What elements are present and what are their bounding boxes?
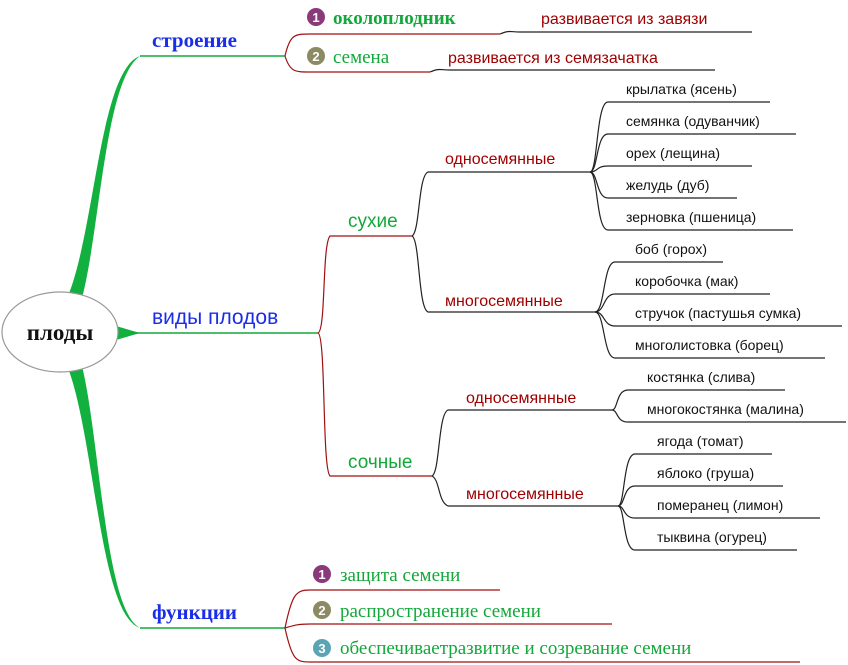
svg-text:1: 1 [318, 567, 325, 582]
connector [411, 235, 595, 313]
connector [284, 589, 500, 629]
connector [284, 623, 612, 629]
connector [317, 235, 412, 334]
leaf-list: боб (горох) коробочка (мак) стручок (пасту… [594, 241, 842, 359]
leaf-item[interactable]: семянка (одуванчик) [626, 113, 760, 129]
svg-text:1: 1 [312, 10, 319, 25]
leaf-item[interactable]: костянка (слива) [647, 369, 755, 385]
number-3-icon: 3 [313, 639, 331, 657]
leaf-item[interactable]: многокостянка (малина) [647, 401, 804, 417]
leaf-list: костянка (слива) многокостянка (малина) [611, 369, 846, 423]
connector [589, 165, 752, 173]
number-1-icon: 1 [313, 565, 331, 583]
branch-types [116, 326, 140, 340]
connector [617, 485, 783, 507]
connector [589, 133, 796, 173]
connector [611, 389, 785, 411]
dry-multi-label[interactable]: многосемянные [445, 293, 563, 310]
leaf-item[interactable]: ягода (томат) [657, 433, 744, 449]
function-development[interactable]: обеспечиваетразвитие и созревание семени [340, 638, 691, 659]
juicy-multi-label[interactable]: многосемянные [466, 486, 584, 503]
functions-label[interactable]: функции [152, 600, 237, 624]
juicy-single-label[interactable]: односемянные [466, 390, 576, 407]
connector [429, 68, 715, 73]
connector [594, 311, 842, 327]
juicy-label[interactable]: сочные [348, 452, 412, 473]
leaf-item[interactable]: многолистовка (борец) [635, 337, 784, 353]
types-label[interactable]: виды плодов [152, 306, 278, 329]
connector [499, 30, 752, 35]
pericarp-label[interactable]: околоплодник [333, 8, 456, 29]
connector [284, 627, 800, 663]
connector [617, 505, 797, 551]
seeds-label[interactable]: семена [333, 47, 390, 68]
leaf-item[interactable]: яблоко (груша) [657, 465, 754, 481]
leaf-item[interactable]: орех (лещина) [626, 145, 720, 161]
pericarp-note[interactable]: развивается из завязи [541, 11, 707, 28]
svg-text:2: 2 [318, 603, 325, 618]
leaf-item[interactable]: стручок (пастушья сумка) [635, 305, 801, 321]
branch-structure [68, 56, 140, 298]
svg-text:2: 2 [312, 49, 319, 64]
svg-text:3: 3 [318, 641, 325, 656]
connector [284, 55, 430, 73]
connector [431, 475, 618, 507]
connector [284, 33, 500, 57]
connector [431, 409, 612, 477]
leaf-item[interactable]: тыквина (огурец) [657, 529, 767, 545]
connector [611, 409, 846, 423]
dry-label[interactable]: сухие [348, 211, 398, 232]
seeds-note[interactable]: развивается из семязачатка [448, 50, 658, 67]
branch-functions [68, 366, 140, 628]
structure-label[interactable]: строение [152, 28, 237, 52]
function-dispersal[interactable]: распространение семени [340, 601, 541, 622]
leaf-list: ягода (томат) яблоко (груша) померанец (ли… [617, 433, 820, 551]
central-node[interactable]: плоды [1, 291, 119, 373]
number-2-icon: 2 [313, 601, 331, 619]
connector [589, 171, 793, 231]
central-label: плоды [27, 320, 94, 345]
function-protection[interactable]: защита семени [340, 565, 460, 586]
connector [317, 332, 432, 477]
connector [594, 293, 770, 313]
number-1-icon: 1 [307, 8, 325, 26]
connector [617, 453, 772, 507]
connector [411, 171, 590, 237]
number-2-icon: 2 [307, 47, 325, 65]
leaf-item[interactable]: желудь (дуб) [626, 177, 709, 193]
leaf-item[interactable]: крылатка (ясень) [626, 81, 737, 97]
dry-single-label[interactable]: односемянные [445, 151, 555, 168]
connector [594, 261, 723, 313]
leaf-item[interactable]: померанец (лимон) [657, 497, 783, 513]
leaf-list: крылатка (ясень) семянка (одуванчик) орех … [589, 81, 796, 231]
leaf-item[interactable]: боб (горох) [635, 241, 707, 257]
leaf-item[interactable]: коробочка (мак) [635, 273, 738, 289]
leaf-item[interactable]: зерновка (пшеница) [626, 209, 756, 225]
connector [594, 311, 825, 359]
